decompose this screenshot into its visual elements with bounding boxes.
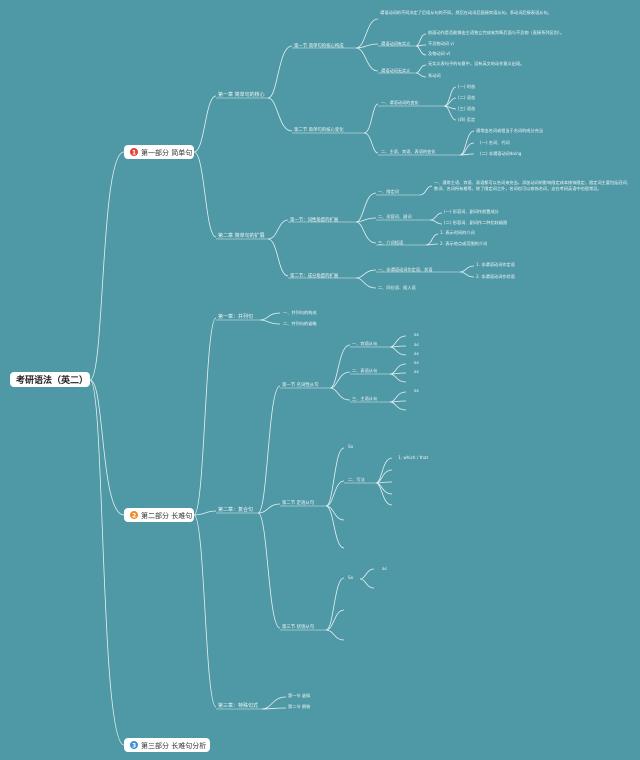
small-mark-5: as [414, 369, 419, 374]
simple-ch1-s2-a4: (四) 否定 [458, 116, 475, 123]
complex-ch1-a: 一、并列句的构成 [283, 309, 317, 316]
complex-ch2-s1-b: 二、表语从句 [352, 367, 377, 374]
complex-ch2-s1-a: 一、宾语从句 [352, 340, 377, 347]
root-node[interactable]: 考研语法（英二） [10, 372, 90, 387]
simple-ch1-s1-leaf3a: 无实义表句子的句意中，没有英文的动作意义出现。 [428, 60, 524, 67]
simple-ch1-s2-b1: 通常由名词或相当于名词的成分充当 [476, 127, 543, 134]
complex-ch3-b: 第二节 倒装 [288, 703, 311, 710]
simple-ch2-s1-c2: 2. 表示地点或范围的介词 [440, 240, 487, 247]
complex-ch2-s3[interactable]: 第三节 状语从句 [282, 623, 315, 630]
small-mark-1: as [414, 332, 419, 337]
complex-ch2-s2-a1: 1. which / that [398, 455, 428, 460]
part-node-analysis[interactable]: 3 第三部分 长难句分析 [124, 738, 210, 752]
complex-ch3[interactable]: 第三章：特殊句式 [218, 702, 258, 709]
simple-ch2-s1-c1: 1. 表示时间的介词 [440, 229, 475, 236]
complex-ch1[interactable]: 第一章：并列句 [218, 313, 253, 320]
small-mark-6: as [414, 388, 419, 393]
complex-ch2-s2-a: 二、写法 [348, 476, 365, 483]
complex-ch2-s1[interactable]: 第一节 名词性从句 [282, 381, 319, 388]
simple-ch1-s1[interactable]: 第一节 简单句的核心构成 [294, 42, 344, 49]
complex-ch2-s2[interactable]: 第二节 定语从句 [282, 499, 315, 506]
simple-ch1[interactable]: 第一章 简单句的核心 [218, 91, 265, 98]
simple-ch2[interactable]: 第二章 简单句的扩展 [218, 232, 265, 239]
simple-ch2-s2-a: 一、非谓语动词作定语、状语 [378, 266, 432, 273]
svg-text:2: 2 [132, 513, 136, 520]
part2-label: 第二部分 长难句 [141, 511, 192, 520]
svg-text:1: 1 [132, 150, 136, 157]
simple-ch1-s2-a1: (一) 时态 [458, 83, 475, 89]
part3-label: 第三部分 长难句分析 [141, 741, 206, 750]
complex-ch3-a: 第一节 虚拟 [288, 692, 311, 699]
connector-root-part2 [89, 379, 125, 516]
part1-label: 第一部分 简单句 [141, 148, 192, 157]
small-mark-2: as [414, 342, 419, 347]
small-mark-10: as [382, 566, 387, 571]
simple-ch2-s1-b: 二、形容词、副词 [378, 213, 412, 220]
simple-ch2-s1-a: 一、限定词 [378, 188, 399, 195]
simple-ch2-s1[interactable]: 第一节：词性角度的扩展 [290, 216, 339, 223]
simple-ch1-s2-b3: (二) 非谓语动词doing [480, 150, 522, 157]
simple-ch2-s2-b: 二、同位语、插入语 [378, 284, 416, 291]
complex-ch1-b: 二、并列句的省略 [283, 320, 317, 327]
connector-root-part3 [89, 379, 125, 746]
part-node-complex[interactable]: 2 第二部分 长难句 [124, 508, 194, 522]
connector-root-part1 [89, 151, 125, 381]
simple-ch1-s2[interactable]: 第二节 简单句的核心变化 [294, 126, 344, 133]
part2-badge [130, 511, 138, 519]
simple-ch2-s1-a1: 一、通常主语、宾语、表语都可以名词来充当，添加动词的影响限定成本修饰限定，限定词… [434, 180, 631, 191]
simple-ch2-s2[interactable]: 第二节：成分角度的扩展 [290, 272, 339, 279]
simple-ch1-s2-a3: (三) 语态 [458, 105, 475, 112]
part-node-simple[interactable]: 1 第一部分 简单句 [124, 145, 194, 159]
simple-ch1-s1-leaf3: 谓语动词无实义 [381, 67, 411, 74]
simple-ch2-s2-a1: 1. 非谓语动词作定语 [476, 261, 515, 268]
simple-ch2-s2-a2: 2. 非谓语动词作状语 [476, 273, 515, 280]
simple-ch1-s2-a2: (二) 语态 [458, 94, 475, 101]
simple-ch1-s1-leaf2: 谓语动词有实义 [381, 40, 411, 47]
small-mark-8: So [348, 444, 354, 449]
small-mark-4: as [414, 360, 419, 365]
simple-ch2-s1-c: 三、介词短语 [378, 239, 403, 246]
part1-badge [130, 148, 138, 156]
simple-ch1-s1-leaf3b: 系动词 [428, 72, 441, 79]
simple-ch2-s1-b2: (二) 形容词、副词作二种比较级限 [444, 219, 508, 226]
small-mark-3: as [414, 351, 419, 356]
simple-ch1-s1-leaf2c: 及物动词 vt [428, 50, 451, 57]
small-mark-9: So [348, 575, 354, 580]
simple-ch1-s2-b2: (一) 名词、代词 [480, 139, 510, 146]
svg-text:3: 3 [132, 743, 136, 750]
simple-ch1-s2-a: 一、谓语动词的变化 [381, 99, 420, 106]
simple-ch1-s1-leaf1: 谓语动词的不同决定了后续从句的不同，然后在动词后面接宾语从句，系动词后接表语从句… [380, 10, 552, 15]
simple-ch1-s1-leaf2a: 前面动作是否能够由主语独立完成来判断后面与不及物（直接系列区别）。 [428, 29, 564, 36]
simple-ch1-s1-leaf2b: 不及物动词 vi [428, 40, 454, 47]
complex-ch2[interactable]: 第二章：复合句 [218, 506, 253, 513]
part3-badge [130, 741, 138, 749]
root-label: 考研语法（英二） [16, 374, 88, 386]
simple-ch2-s1-b1: (一) 形容词、副词作前置成分 [444, 208, 500, 215]
simple-ch1-s2-b: 二、主语、宾语、表语的变化 [381, 148, 436, 155]
complex-ch2-s1-c: 三、主语从句 [352, 395, 377, 402]
